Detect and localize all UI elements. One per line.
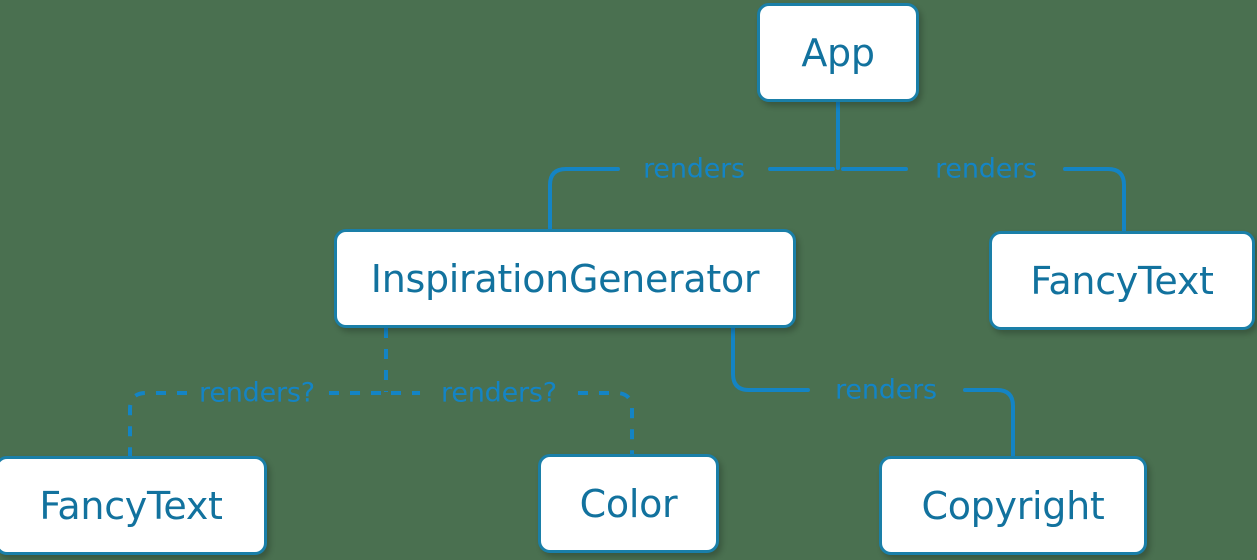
node-fancy-text-top-label: FancyText (1030, 258, 1214, 303)
node-copyright-label: Copyright (921, 483, 1105, 528)
node-inspiration-generator-label: InspirationGenerator (370, 256, 760, 301)
edge-inspiration-generator-to-copyright (731, 326, 1015, 459)
node-fancy-text-top[interactable]: FancyText (989, 231, 1255, 330)
edge-label-inspiration-generator-to-copyright: renders (835, 374, 937, 406)
edge-label-app-to-inspiration-generator: renders (643, 153, 745, 185)
edge-label-inspiration-generator-to-fancy-text: renders? (199, 377, 315, 409)
node-app[interactable]: App (757, 3, 919, 102)
node-fancy-text-bottom-label: FancyText (39, 483, 223, 528)
edge-label-inspiration-generator-to-color: renders? (441, 377, 557, 409)
node-color[interactable]: Color (538, 454, 719, 553)
node-app-label: App (801, 30, 875, 75)
node-copyright[interactable]: Copyright (879, 456, 1147, 555)
edge-app-to-inspiration-generator (548, 167, 835, 232)
node-color-label: Color (579, 481, 678, 526)
edge-label-app-to-fancy-text: renders (935, 153, 1037, 185)
edge-inspiration-generator-to-fancy-text (128, 391, 381, 457)
edge-inspiration-generator-to-color (391, 391, 634, 455)
node-fancy-text-bottom[interactable]: FancyText (0, 456, 267, 555)
node-inspiration-generator[interactable]: InspirationGenerator (334, 229, 796, 328)
edge-app-to-fancy-text (841, 167, 1126, 234)
